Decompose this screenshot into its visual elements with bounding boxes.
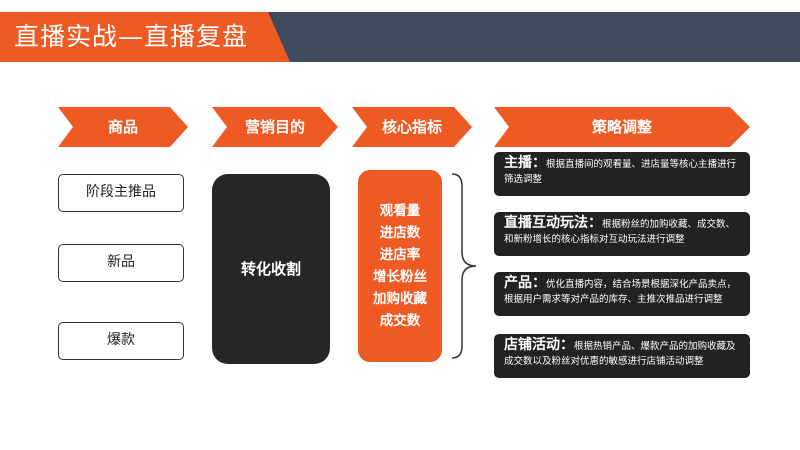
column-header-label: 核心指标 [381, 118, 442, 136]
column-header-label: 策略调整 [591, 118, 652, 136]
metric-item: 成交数 [379, 313, 421, 329]
goal-box: 转化收割 [212, 174, 330, 364]
metric-item: 进店数 [379, 225, 421, 241]
product-box-hot: 爆款 [58, 322, 184, 360]
chevron-shape [212, 107, 338, 147]
strategy-title: 产品： [504, 275, 546, 291]
metric-item: 观看量 [379, 203, 421, 219]
column-header-label: 商品 [107, 118, 138, 136]
title-bar-background [0, 12, 800, 62]
column-header-goal: 营销目的 [212, 107, 338, 147]
strategy-title: 主播： [504, 155, 546, 171]
metric-item: 进店率 [379, 247, 421, 263]
strategy-card-store-activity: 店铺活动：根据热销产品、爆款产品的加购收藏及成交数以及粉丝对优惠的敏感进行店铺活… [494, 334, 750, 378]
strategy-title: 店铺活动： [504, 337, 574, 353]
strategy-card-product: 产品：优化直播内容，结合场景根据深化产品卖点，根据用户需求等对产品的库存、主推次… [494, 272, 750, 316]
product-box-new: 新品 [58, 244, 184, 282]
column-header-metrics: 核心指标 [352, 107, 472, 147]
chevron-shape [494, 107, 750, 147]
strategy-text: 根据热销产品、爆款产品的加购收藏及成交数以及粉丝对优惠的敏感进行店铺活动调整 [504, 341, 736, 367]
strategy-card-interaction: 直播互动玩法：根据粉丝的加购收藏、成交数、和新粉增长的核心指标对互动玩法进行调整 [494, 212, 750, 256]
column-header-label: 营销目的 [244, 118, 305, 136]
column-header-strategy: 策略调整 [494, 107, 750, 147]
metric-item: 增长粉丝 [373, 269, 427, 285]
metric-item: 加购收藏 [373, 291, 427, 307]
chevron-shape [58, 107, 188, 147]
curly-brace-connector [451, 173, 477, 359]
strategy-text: 根据粉丝的加购收藏、成交数、和新粉增长的核心指标对互动玩法进行调整 [504, 219, 736, 245]
strategy-card-host: 主播：根据直播间的观看量、进店量等核心主播进行筛选调整 [494, 152, 750, 196]
chevron-shape [352, 107, 472, 147]
column-header-product: 商品 [58, 107, 188, 147]
strategy-text: 优化直播内容，结合场景根据深化产品卖点，根据用户需求等对产品的库存、主推次推品进… [504, 279, 737, 305]
strategy-text: 根据直播间的观看量、进店量等核心主播进行筛选调整 [504, 159, 737, 185]
title-bar: 直播实战—直播复盘 [0, 12, 800, 62]
product-box-main: 阶段主推品 [58, 174, 184, 212]
page-title: 直播实战—直播复盘 [14, 22, 249, 51]
metrics-box: 观看量 进店数 进店率 增长粉丝 加购收藏 成交数 [358, 170, 442, 362]
strategy-title: 直播互动玩法： [504, 215, 602, 231]
